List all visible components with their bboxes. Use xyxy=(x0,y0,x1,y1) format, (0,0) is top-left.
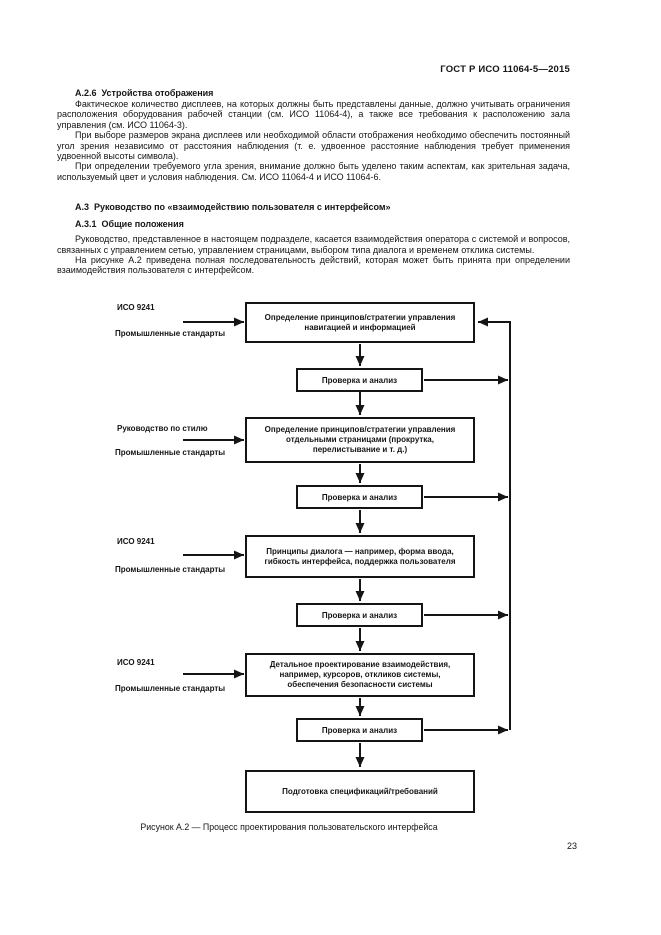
side-label-standards-2: Промышленные стандарты xyxy=(115,448,226,457)
figure-caption: Рисунок А.2 — Процесс проектирования пол… xyxy=(140,822,438,832)
feedback-line xyxy=(478,317,511,730)
page-number: 23 xyxy=(566,841,577,851)
paragraph-view-angle: При определении требуемого угла зрения, … xyxy=(57,161,570,182)
review-box-3: Проверка и анализ xyxy=(296,603,423,627)
side-label-style-guide: Руководство по стилю xyxy=(117,424,208,433)
paragraph-guidance: Руководство, представленное в настоящем … xyxy=(57,234,570,255)
side-label-standards-1: Промышленные стандарты xyxy=(115,329,226,338)
body-text: А.2.6 Устройства отображения Фактическое… xyxy=(57,88,570,276)
paragraph-figure-ref: На рисунке А.2 приведена полная последов… xyxy=(57,255,570,276)
heading-a31: А.3.1 Общие положения xyxy=(75,219,184,230)
heading-a3: А.3 Руководство по «взаимодействию польз… xyxy=(75,202,391,213)
paragraph-displays-count: Фактическое количество дисплеев, на кото… xyxy=(57,99,570,130)
review-box-1: Проверка и анализ xyxy=(296,368,423,392)
heading-a26: А.2.6 Устройства отображения xyxy=(75,88,214,98)
process-box-dialog: Принципы диалога — например, форма ввода… xyxy=(245,535,475,578)
side-label-standards-3: Промышленные стандарты xyxy=(115,565,226,574)
paragraph-screen-size: При выборе размеров экрана дисплеев или … xyxy=(57,130,570,162)
process-box-specifications: Подготовка спецификаций/требований xyxy=(245,770,475,813)
process-box-navigation: Определение принципов/стратегии управлен… xyxy=(245,302,475,343)
side-label-standards-4: Промышленные стандарты xyxy=(115,684,226,693)
side-label-iso-1: ИСО 9241 xyxy=(117,303,155,312)
process-box-pages: Определение принципов/стратегии управлен… xyxy=(245,417,475,463)
review-box-4: Проверка и анализ xyxy=(296,718,423,742)
review-box-2: Проверка и анализ xyxy=(296,485,423,509)
side-label-iso-4: ИСО 9241 xyxy=(117,658,155,667)
side-label-iso-3: ИСО 9241 xyxy=(117,537,155,546)
process-box-detailed-design: Детальное проектирование взаимодействия,… xyxy=(245,653,475,697)
document-header: ГОСТ Р ИСО 11064-5—2015 xyxy=(440,64,570,75)
